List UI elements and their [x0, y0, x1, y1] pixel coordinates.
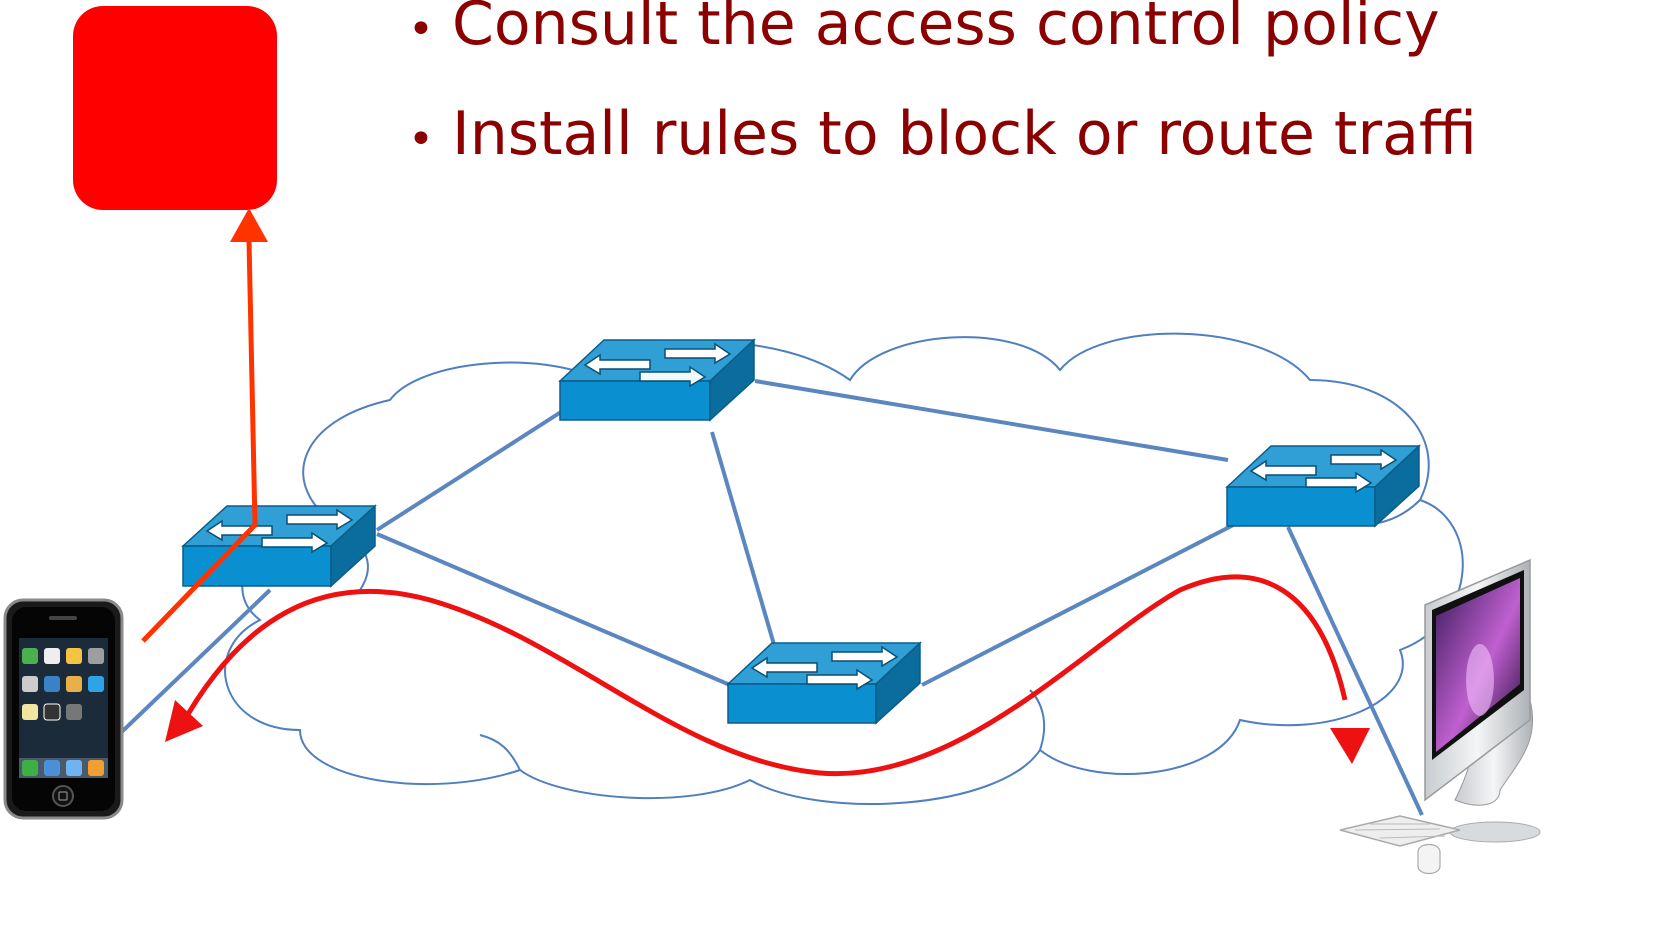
switch-arrows-icon — [1249, 448, 1398, 494]
bullet-dot: • — [408, 4, 434, 55]
link-bottom-right — [921, 518, 1244, 687]
link-top-right — [754, 379, 1229, 462]
network-links — [106, 379, 1424, 816]
link-right-computer — [1286, 526, 1424, 816]
bullet-text: Install rules to block or route traffi — [452, 99, 1477, 169]
bullet-item-install-rules: • Install rules to block or route traffi — [408, 104, 1477, 164]
link-left-phone — [106, 588, 272, 747]
bullet-item-consult-policy: • Consult the access control policy — [408, 0, 1440, 54]
switch-arrows-icon — [205, 508, 354, 554]
link-left-top — [375, 401, 577, 532]
switch-bottom — [726, 641, 922, 725]
switch-arrows-icon — [750, 645, 899, 691]
network-cloud — [224, 332, 1464, 805]
bullet-text: Consult the access control policy — [452, 0, 1440, 59]
desktop-computer-icon — [1339, 558, 1541, 875]
switch-left — [181, 504, 377, 588]
switch-top — [558, 338, 756, 422]
up-arrow-to-controller — [141, 208, 268, 643]
phone-icon — [3, 598, 124, 820]
switch-arrows-icon — [583, 342, 732, 388]
switch-right — [1225, 444, 1421, 528]
link-left-bottom — [376, 532, 731, 687]
traffic-path-arrow — [165, 574, 1370, 777]
bullet-dot: • — [408, 114, 434, 165]
controller-box — [73, 6, 277, 210]
link-top-bottom — [710, 431, 777, 649]
